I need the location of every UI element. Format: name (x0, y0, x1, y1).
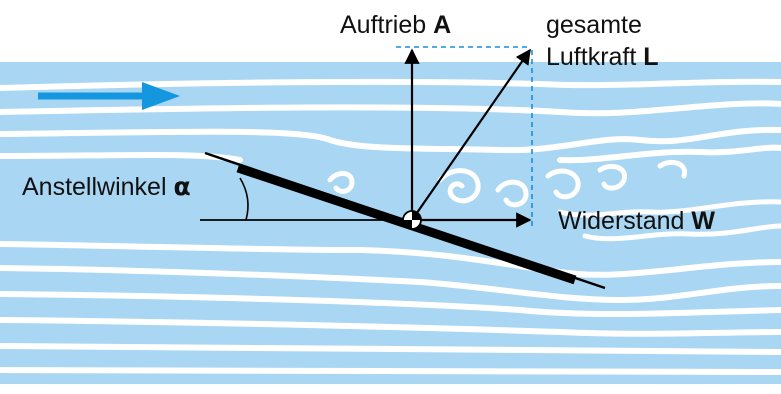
total-force-label-symbol: L (643, 43, 659, 71)
total-force-label-text: Luftkraft (546, 43, 637, 71)
drag-label: Widerstand W (558, 209, 715, 234)
angle-label-symbol: α (173, 172, 191, 201)
total-force-label-line1-text: gesamte (546, 11, 642, 39)
total-force-vector (411, 48, 531, 221)
angle-label: Anstellwinkel α (22, 174, 191, 200)
lift-label-symbol: A (433, 11, 452, 39)
drag-label-text: Widerstand (558, 207, 685, 235)
center-of-pressure-icon (402, 210, 422, 230)
drag-label-symbol: W (691, 207, 716, 235)
angle-arc (239, 177, 249, 221)
total-force-label-line2: Luftkraft L (546, 45, 659, 70)
construction-lines (396, 46, 533, 230)
right-arrow-icon (38, 82, 180, 110)
force-vectors (404, 48, 532, 228)
angle-label-text: Anstellwinkel (22, 173, 167, 201)
lift-label-text: Auftrieb (340, 11, 427, 39)
lift-label: Auftrieb A (340, 13, 451, 38)
streamlines (0, 78, 781, 375)
total-force-label-line1: gesamte (546, 13, 642, 38)
wake-eddies (327, 159, 781, 242)
